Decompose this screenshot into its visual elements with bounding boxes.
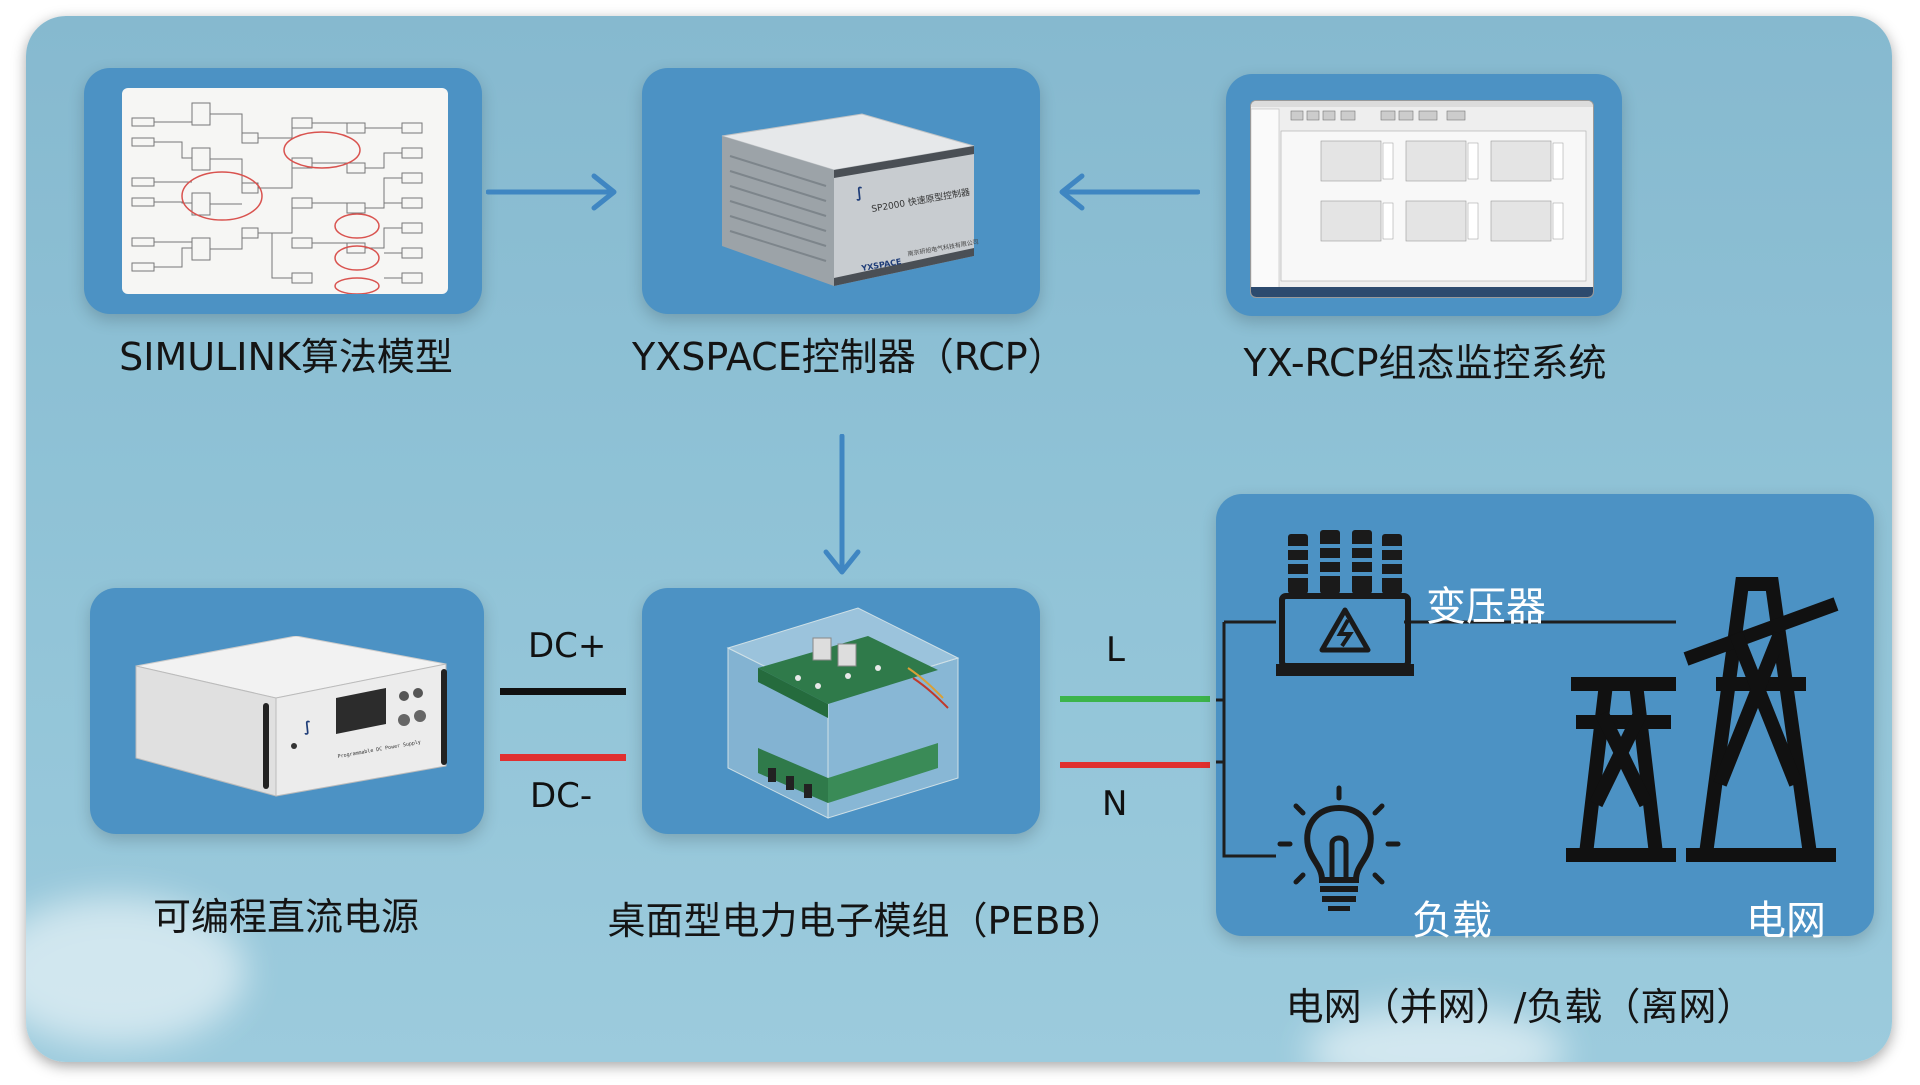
diagram-frame: SIMULINK算法模型 SP2000 快速原型控制器 YXSPACE 南京研旭…	[26, 16, 1892, 1062]
dc-minus-wire	[500, 754, 626, 761]
rcp-caption: YXSPACE控制器（RCP）	[632, 335, 1066, 379]
simulink-screenshot	[122, 88, 448, 294]
rcp-device-image: SP2000 快速原型控制器 YXSPACE 南京研旭电气科技有限公司 ∫	[721, 113, 979, 286]
company-logo: ∫	[302, 719, 313, 736]
transformer-icon	[1276, 530, 1414, 676]
pebb-caption: 桌面型电力电子模组（PEBB）	[607, 899, 1125, 943]
n-wire	[1060, 762, 1210, 768]
dc-plus-wire	[500, 688, 626, 695]
monitor-caption: YX-RCP组态监控系统	[1243, 341, 1607, 385]
n-label: N	[1102, 784, 1128, 824]
dc-power-supply-image: ∫ Programmable DC Power Supply	[135, 636, 447, 797]
arrow-left-icon	[1059, 173, 1200, 211]
grid-connection-lines	[1216, 620, 1676, 858]
simulink-caption: SIMULINK算法模型	[119, 335, 453, 379]
l-label: L	[1106, 630, 1125, 670]
cloud-decoration	[26, 896, 246, 1046]
transformer-label: 变压器	[1426, 584, 1546, 630]
monitor-screenshot	[1250, 100, 1594, 298]
simulink-card	[84, 68, 482, 314]
grid-load-caption: 电网（并网）/负载（离网）	[1285, 985, 1755, 1029]
arrow-down-icon	[823, 434, 861, 575]
dc-plus-label: DC+	[528, 626, 607, 666]
company-logo: ∫	[854, 185, 865, 202]
lightbulb-icon	[1277, 785, 1401, 911]
pebb-module-image	[726, 607, 960, 819]
grid-load-panel: 变压器 负载	[1216, 494, 1874, 944]
pebb-card	[642, 588, 1040, 834]
load-label: 负载	[1412, 898, 1492, 944]
pylon-icon	[1566, 577, 1839, 862]
monitor-system-card	[1226, 74, 1622, 316]
dc-power-supply-card: ∫ Programmable DC Power Supply	[90, 588, 484, 834]
dc-source-caption: 可编程直流电源	[152, 895, 419, 939]
grid-label: 电网	[1746, 898, 1826, 944]
rcp-controller-card: SP2000 快速原型控制器 YXSPACE 南京研旭电气科技有限公司 ∫	[642, 68, 1040, 314]
arrow-right-icon	[486, 173, 617, 211]
l-wire	[1060, 696, 1210, 702]
dc-minus-label: DC-	[530, 776, 593, 816]
